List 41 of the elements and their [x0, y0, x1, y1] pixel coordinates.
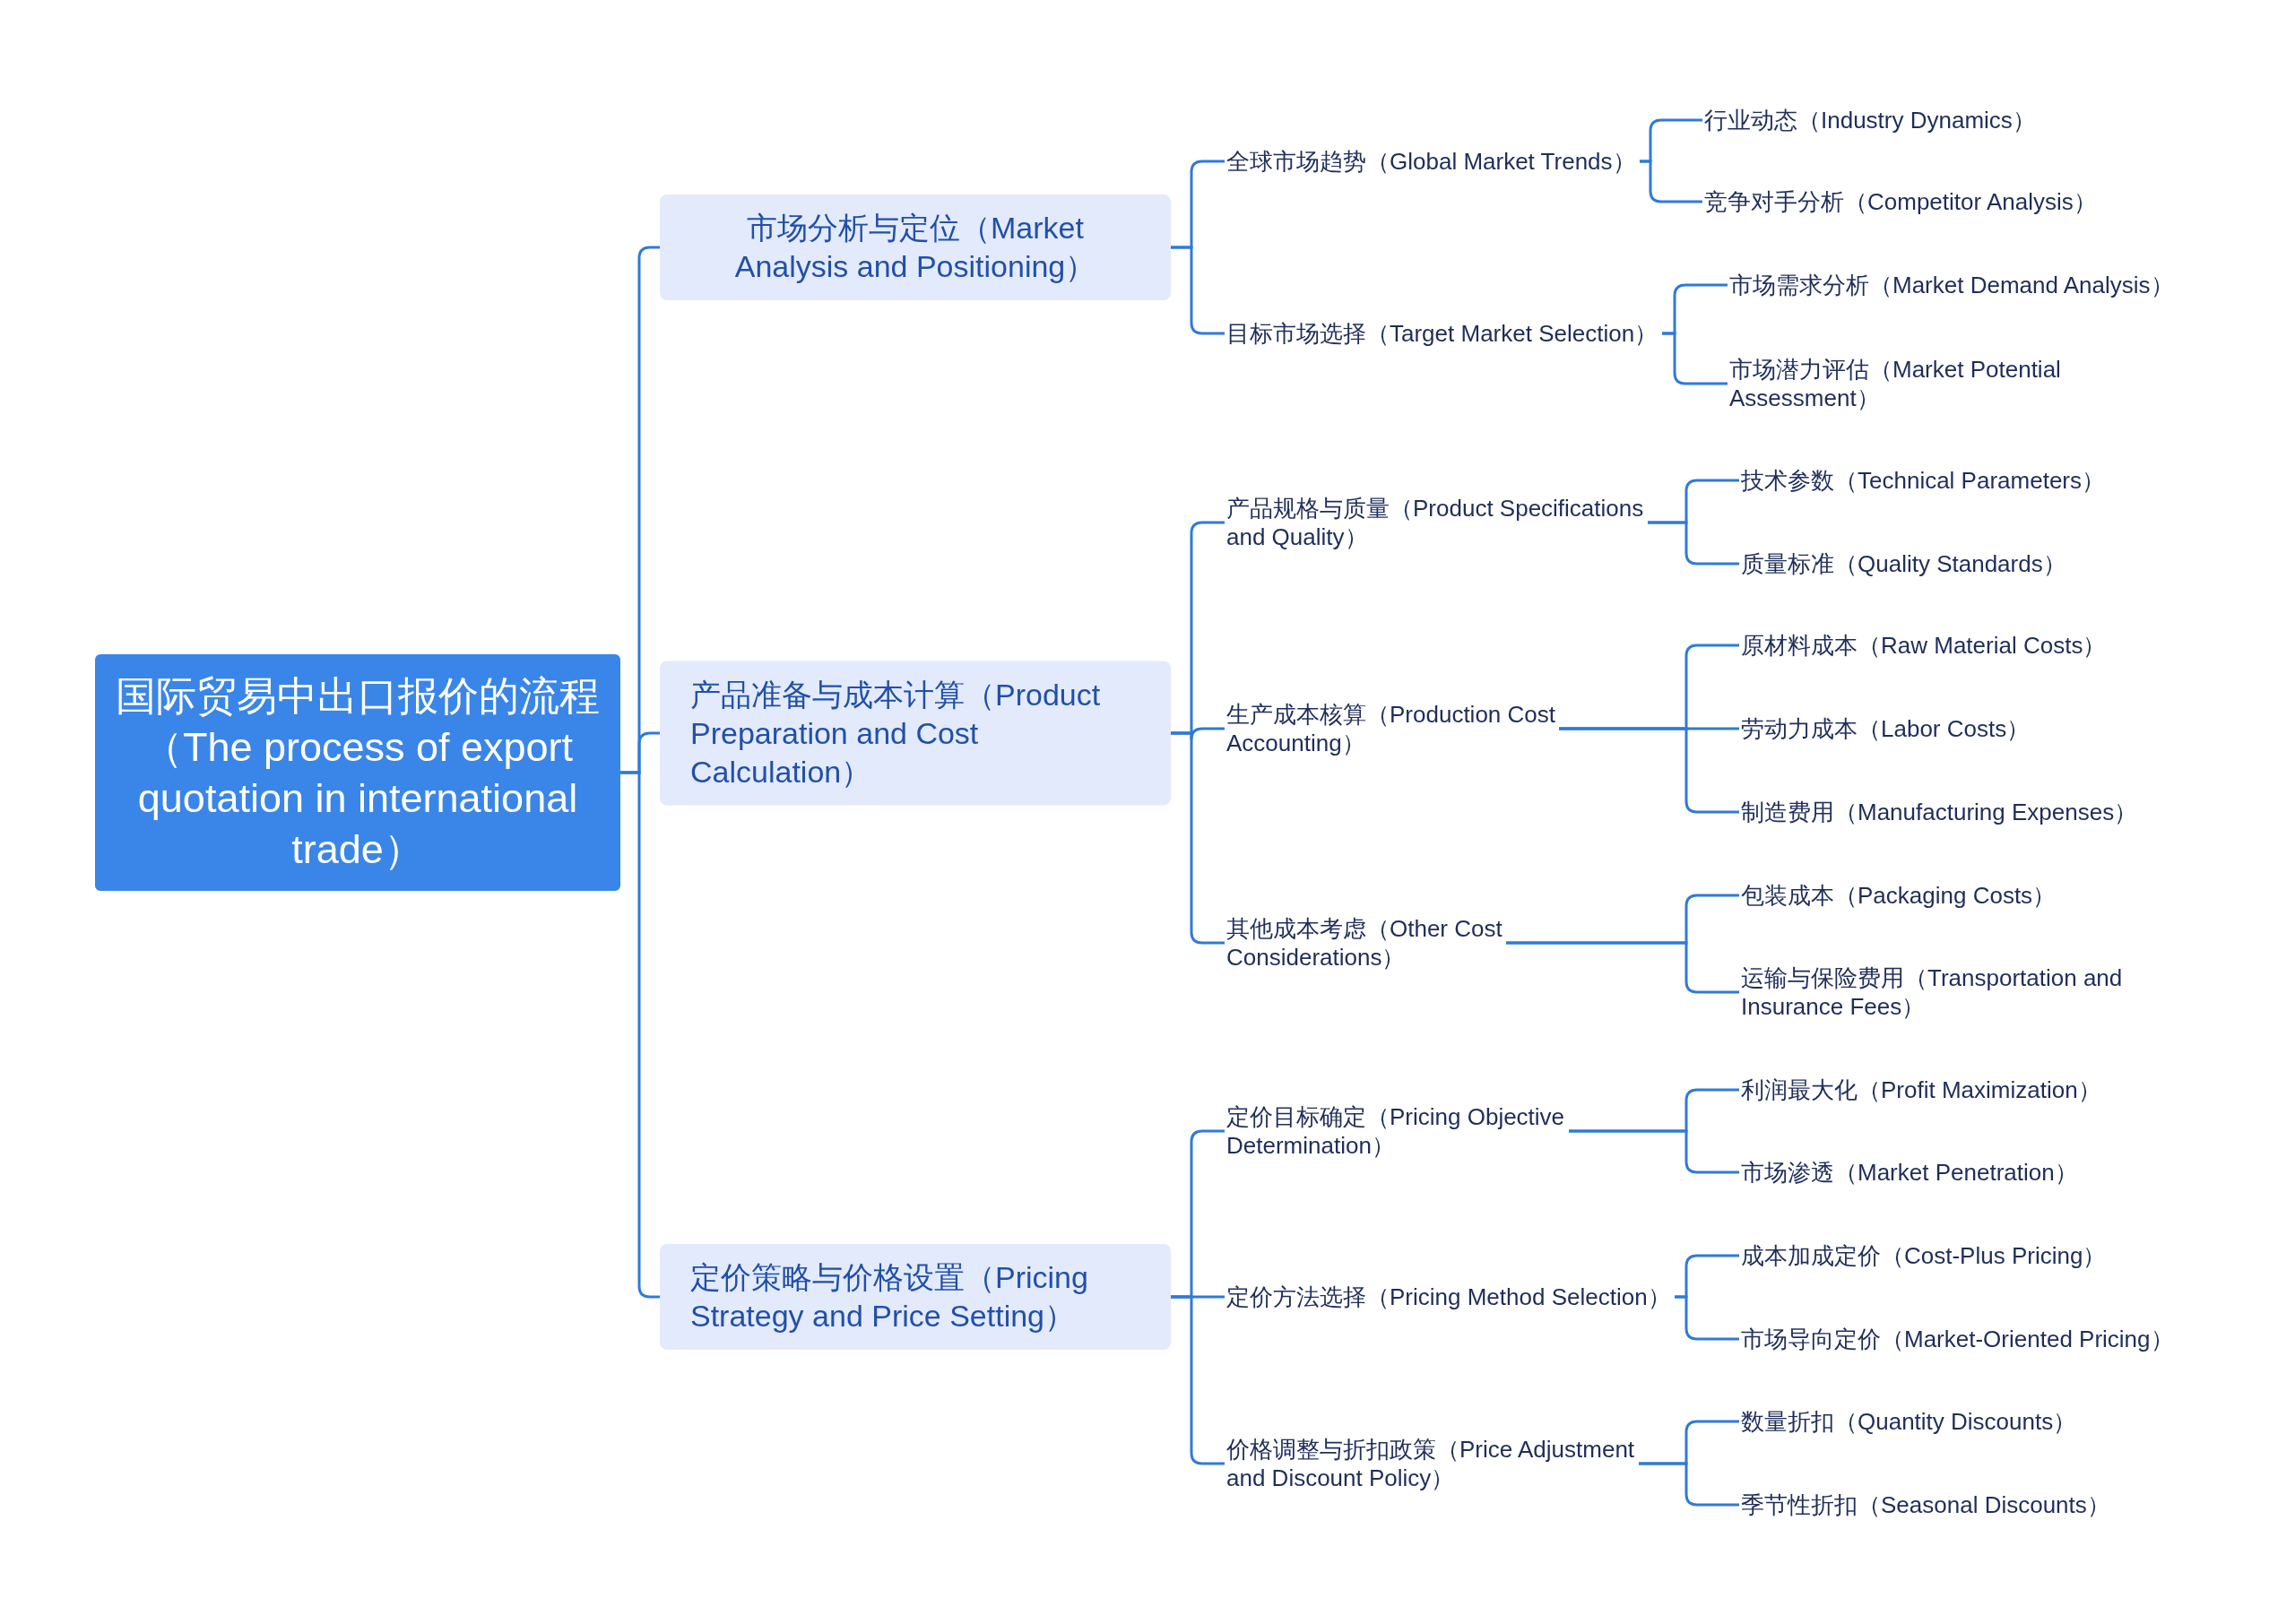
- connector-line: [1171, 731, 1225, 945]
- connector-line: [1639, 1462, 1739, 1507]
- connector-line: [1559, 727, 1739, 814]
- connector-line: [620, 771, 660, 1299]
- topic-box: 市场分析与定位（Market Analysis and Positioning）: [660, 194, 1171, 300]
- item-text: 包装成本（Packaging Costs）: [1739, 879, 2060, 911]
- item-text: 季节性折扣（Seasonal Discounts）: [1739, 1489, 2114, 1521]
- item-text: 成本加成定价（Cost-Plus Pricing）: [1739, 1240, 2110, 1272]
- item-text: 运输与保险费用（Transportation and Insurance Fees）: [1739, 962, 2126, 1023]
- root-box: 国际贸易中出口报价的流程（The process of export quotation in international trade）: [95, 654, 620, 891]
- topic-box: 定价策略与价格设置（Pricing Strategy and Price Setting）: [660, 1244, 1171, 1350]
- connector-line: [1569, 1129, 1739, 1174]
- subtopic-text: 生产成本核算（Production Cost Accounting）: [1225, 698, 1559, 759]
- item-text: 行业动态（Industry Dynamics）: [1702, 104, 2040, 136]
- subtopic-text: 目标市场选择（Target Market Selection）: [1225, 317, 1662, 350]
- subtopic-text: 全球市场趋势（Global Market Trends）: [1225, 145, 1640, 177]
- connector-line: [1640, 160, 1702, 203]
- connector-line: [1675, 1295, 1739, 1341]
- connector-line: [1506, 941, 1739, 994]
- item-text: 制造费用（Manufacturing Expenses）: [1739, 796, 2142, 828]
- topic-box: 产品准备与成本计算（Product Preparation and Cost Calculation）: [660, 661, 1171, 806]
- connector-line: [1171, 246, 1225, 335]
- item-text: 原材料成本（Raw Material Costs）: [1739, 629, 2110, 661]
- item-text: 技术参数（Technical Parameters）: [1739, 464, 2109, 497]
- item-text: 市场需求分析（Market Demand Analysis）: [1728, 269, 2178, 301]
- connector-line: [1171, 1295, 1225, 1465]
- subtopic-text: 其他成本考虑（Other Cost Considerations）: [1225, 912, 1506, 973]
- subtopic-text: 定价目标确定（Pricing Objective Determination）: [1225, 1101, 1569, 1162]
- item-text: 数量折扣（Quantity Discounts）: [1739, 1405, 2081, 1438]
- subtopic-text: 定价方法选择（Pricing Method Selection）: [1225, 1281, 1675, 1313]
- subtopic-text: 产品规格与质量（Product Specifications and Quality）: [1225, 492, 1648, 553]
- item-text: 利润最大化（Profit Maximization）: [1739, 1074, 2105, 1106]
- connector-line: [1662, 332, 1728, 385]
- connector-line: [1648, 521, 1739, 566]
- item-text: 市场导向定价（Market-Oriented Pricing）: [1739, 1323, 2178, 1355]
- item-text: 劳动力成本（Labor Costs）: [1739, 713, 2034, 745]
- item-text: 质量标准（Quality Standards）: [1739, 548, 2070, 580]
- item-text: 竞争对手分析（Competitor Analysis）: [1702, 186, 2100, 218]
- item-text: 市场潜力评估（Market Potential Assessment）: [1728, 353, 2065, 414]
- item-text: 市场渗透（Market Penetration）: [1739, 1156, 2082, 1188]
- subtopic-text: 价格调整与折扣政策（Price Adjustment and Discount Policy）: [1225, 1433, 1639, 1494]
